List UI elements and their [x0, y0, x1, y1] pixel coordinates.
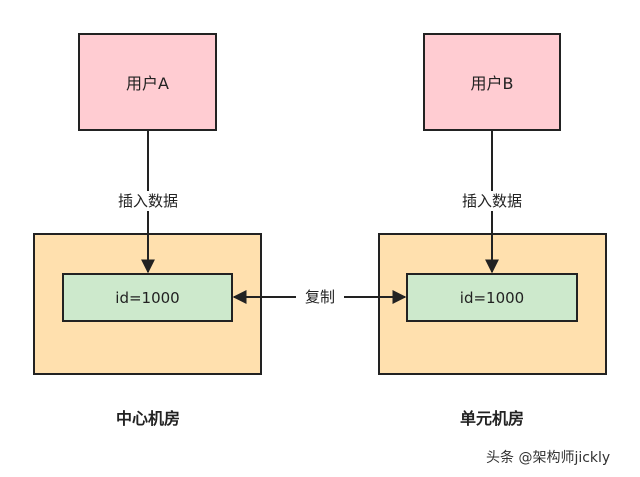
insert-label-left: 插入数据 [108, 191, 188, 211]
watermark: 头条 @架构师jickly [486, 450, 611, 466]
user-a-box: 用户A [78, 33, 217, 131]
record-left-label: id=1000 [115, 288, 180, 307]
insert-label-right: 插入数据 [452, 191, 532, 211]
user-b-box: 用户B [423, 33, 561, 131]
record-right: id=1000 [406, 273, 578, 322]
unit-datacenter-label: 单元机房 [459, 409, 524, 428]
user-b-label: 用户B [470, 74, 514, 93]
user-a-label: 用户A [126, 74, 169, 93]
record-left: id=1000 [62, 273, 233, 322]
replicate-label: 复制 [296, 287, 344, 307]
central-datacenter-label: 中心机房 [115, 409, 180, 428]
record-right-label: id=1000 [459, 288, 525, 307]
